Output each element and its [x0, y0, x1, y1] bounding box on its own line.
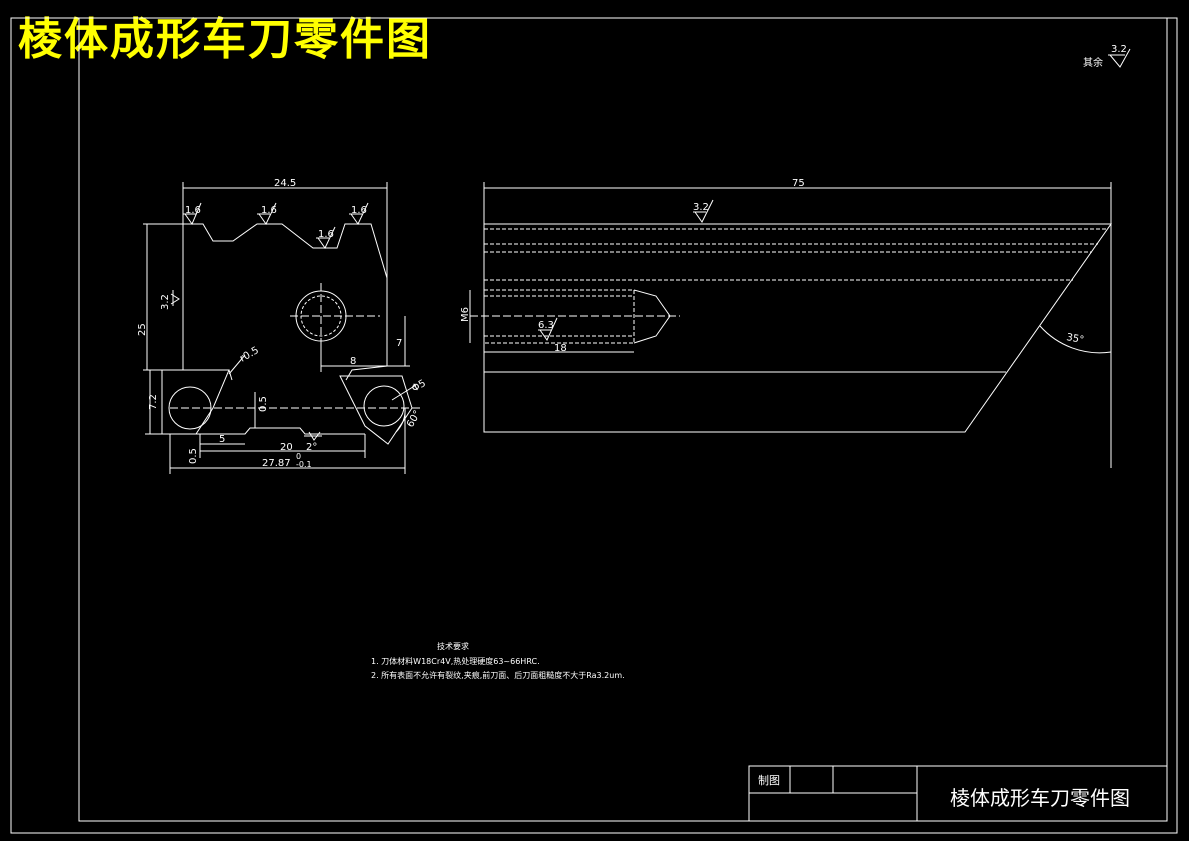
side-view [469, 182, 1112, 468]
roughness-top-3: 1.6 [318, 229, 334, 240]
thread-roughness: 6.3 [538, 320, 554, 331]
outer-border [10, 17, 1178, 834]
side-outline [483, 223, 1112, 433]
dim-r0-5: r0.5 [238, 345, 261, 365]
roughness-note-label: 其余 [1083, 56, 1103, 69]
dim-20: 20 [280, 442, 293, 453]
angle-60: 60° [405, 409, 423, 430]
dim-25: 25 [137, 323, 148, 336]
right-holder [339, 375, 413, 445]
roughness-note-value: 3.2 [1111, 44, 1127, 55]
tech-req-item-2: 2. 所有表面不允许有裂纹,夹痕,前刀面、后刀面粗糙度不大于Ra3.2um. [371, 670, 625, 680]
tol-lower: -0.1 [296, 460, 312, 469]
thread-m6: M6 [460, 307, 471, 322]
dim-75: 75 [792, 178, 805, 189]
angle-35: 35° [1065, 332, 1084, 346]
thread-hole [484, 289, 635, 344]
front-view-labels: 24.5 1.6 1.6 1.6 1.6 3.2 25 8 7 r0.5 7.2… [137, 178, 428, 469]
tech-req-heading: 技术要求 [437, 641, 469, 651]
tech-requirements: 技术要求 1. 刀体材料W18Cr4V,热处理硬度63~66HRC. 2. 所有… [371, 641, 625, 680]
roughness-top-4: 1.6 [351, 205, 367, 216]
dim-7-2: 7.2 [148, 394, 159, 410]
dim-0-5: 0.5 [188, 448, 199, 464]
right-pin [363, 385, 405, 427]
left-holder [161, 369, 230, 435]
dim-phi5: Φ5 [410, 378, 428, 395]
front-view [143, 182, 420, 474]
roughness-symbol [1108, 48, 1131, 68]
side-view-labels: 75 3.2 M6 6.3 18 35° [460, 178, 1085, 354]
dim-7: 7 [396, 338, 402, 349]
cutter-profile [182, 223, 388, 381]
general-roughness-note: 其余 3.2 [1083, 44, 1131, 69]
angle-arc-35 [1039, 325, 1112, 354]
title-block-name: 棱体成形车刀零件图 [950, 786, 1130, 810]
roughness-side: 3.2 [693, 202, 709, 213]
drawing-title: 棱体成形车刀零件图 [18, 14, 432, 65]
dim-8: 8 [350, 356, 356, 367]
roughness-top-2: 1.6 [261, 205, 277, 216]
dim-0-5-groove: 0.5 [258, 396, 269, 412]
dim-27-87: 27.87 [262, 458, 291, 469]
tech-req-item-1: 1. 刀体材料W18Cr4V,热处理硬度63~66HRC. [371, 656, 540, 666]
holder-base [196, 427, 365, 435]
dim-18: 18 [554, 343, 567, 354]
inner-frame [78, 17, 1168, 822]
roughness-top-1: 1.6 [185, 205, 201, 216]
title-block-drawn-label: 制图 [758, 774, 780, 787]
dim-5: 5 [219, 434, 225, 445]
roughness-left: 3.2 [160, 294, 171, 310]
title-block [748, 765, 1168, 822]
angle-2: 2° [306, 442, 317, 453]
dim-24-5: 24.5 [274, 178, 296, 189]
tol-upper: 0 [296, 452, 301, 461]
